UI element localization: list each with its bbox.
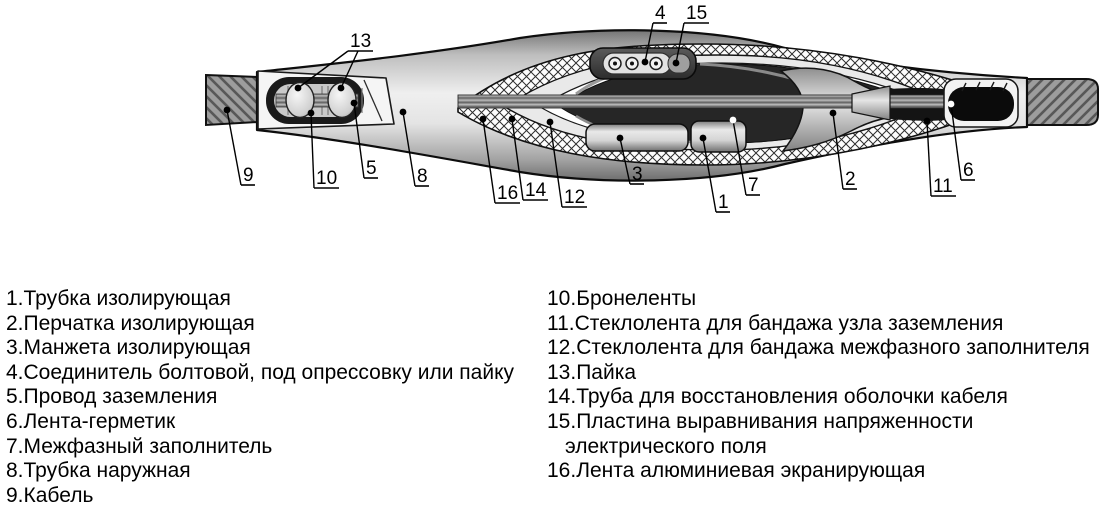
conductor-band [457,94,1015,109]
callout-13: 13 [294,31,373,92]
legend-item: 4.Соединитель болтовой, под опрессовку и… [6,360,515,384]
svg-text:6: 6 [963,160,974,181]
svg-text:10: 10 [316,168,337,189]
insulating-sleeve [585,123,689,152]
callout-1: 1 [699,134,730,213]
callout-12: 12 [546,118,587,208]
legend-item: 10.Бронеленты [547,287,697,310]
svg-text:15: 15 [686,3,707,24]
legend-item: 5.Провод заземления [6,385,218,409]
legend-item: 16.Лента алюминиевая экранирующая [547,459,926,483]
legend-item: 15.Пластина выравнивания напряженности э… [547,409,974,458]
svg-text:3: 3 [632,164,643,185]
cable-left [205,73,259,127]
ground-node-chamber [257,70,395,130]
callout-2: 2 [829,109,857,190]
svg-text:8: 8 [417,166,428,187]
svg-text:2: 2 [845,169,856,190]
svg-text:7: 7 [748,175,759,196]
cable-right [1025,78,1099,126]
callout-3: 3 [616,134,644,185]
svg-text:4: 4 [655,3,666,24]
legend-item: 6.Лента-герметик [6,409,176,433]
solder-joint-right [327,81,357,119]
legend-item: 12.Стеклолента для бандажа межфазного за… [547,336,1090,360]
legend-item: 11.Стеклолента для бандажа узла заземлен… [547,311,1004,335]
legend-item: 9.Кабель [6,483,94,507]
bandage-ticks [961,81,1008,92]
callout-5: 5 [350,99,378,179]
legend-item: 8.Трубка наружная [6,459,191,483]
callout-9: 9 [223,106,255,186]
callout-14: 14 [508,115,548,201]
callout-4: 4 [641,3,667,66]
legend-column-left: 1.Трубка изолирующая 2.Перчатка изолирую… [6,287,544,508]
callout-15: 15 [672,3,709,67]
legend-column-right: 10.Бронеленты 11.Стеклолента для бандажа… [547,287,1104,484]
svg-text:5: 5 [366,158,377,179]
svg-text:9: 9 [243,165,254,186]
svg-text:11: 11 [933,176,953,197]
phase-cone [851,85,891,121]
legend-item: 7.Межфазный заполнитель [6,434,273,458]
callout-6: 6 [947,100,975,181]
sealant-chamber [943,78,1019,128]
svg-text:1: 1 [718,192,729,213]
callout-11: 11 [923,117,956,197]
solder-joint-left [285,81,315,119]
sealant-tape [948,87,1014,121]
callout-7: 7 [729,116,760,196]
svg-text:12: 12 [564,187,585,208]
svg-text:14: 14 [525,180,547,201]
svg-text:16: 16 [497,183,518,204]
legend-item: 3.Манжета изолирующая [6,336,251,360]
callout-10: 10 [307,109,339,189]
callout-16: 16 [479,115,520,204]
svg-text:13: 13 [350,31,371,52]
callout-8: 8 [399,108,429,187]
legend-item: 1.Трубка изолирующая [6,287,231,310]
legend-item: 14.Труба для восстановления оболочки каб… [547,385,1008,409]
connector-bolts [608,56,663,71]
legend-item: 2.Перчатка изолирующая [6,311,255,335]
legend-item: 13.Пайка [547,360,637,384]
